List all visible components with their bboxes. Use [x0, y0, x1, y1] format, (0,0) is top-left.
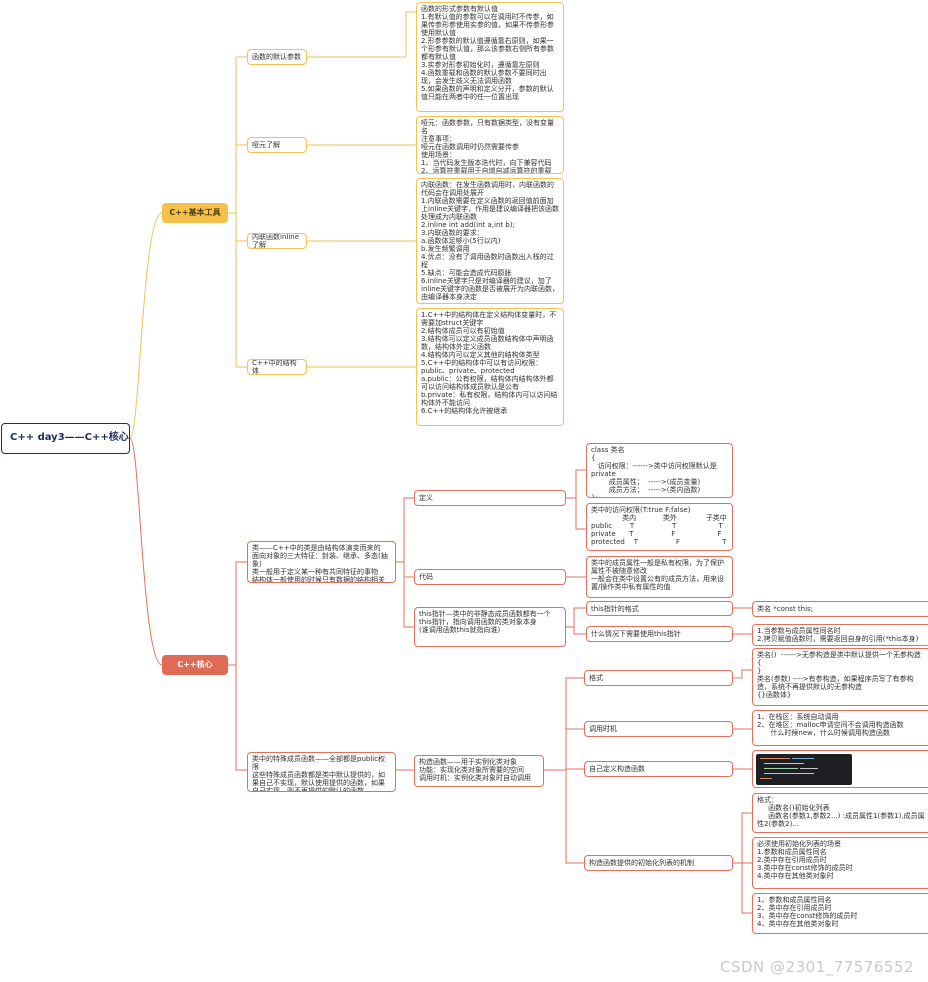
code-screenshot-image [756, 754, 852, 785]
init-list-required-cases: 必须使用初始化列表的场景 1.参数和成员属性同名 2.类中存在引用成员时 3.类… [752, 837, 928, 889]
class-format-detail: class 类名 { 访问权限：------>类中访问权限默认是private … [586, 443, 733, 498]
constructor-node[interactable]: 构造函数——用于实例化类对象 功能：实现化类对象所需要的空间 调用时机：实例化类… [414, 755, 544, 787]
init-list-cases-summary: 1、参数和成员属性同名 2、类中存在引用成员时 3、类中存在const修饰的成员… [752, 893, 928, 934]
detail-cpp-struct: 1.C++中的结构体在定义结构体变量时，不需要加struct关键字 2.结构体成… [416, 308, 564, 426]
this-pointer[interactable]: this指针—类中的非静态成员函数都有一个this指针，指向调用函数的类对象本身… [414, 607, 566, 647]
node-label: 调用时机 [589, 725, 617, 733]
watermark: CSDN @2301_77576552 [720, 958, 915, 976]
ctor-custom-detail [752, 750, 928, 788]
access-rights-table: 类中的访问权限(T:true F:false) 类内 类外 子类中 public… [586, 503, 733, 551]
node-label: 格式 [589, 674, 603, 682]
topic-label: 函数的默认参数 [252, 53, 301, 61]
node-label: 构造函数提供的初始化列表的机制 [589, 859, 694, 867]
topic-cpp-struct[interactable]: C++中的结构体 [247, 359, 307, 375]
node-label: 定义 [419, 494, 433, 502]
detail-inline-function: 内联函数：在发生函数调用时，内联函数的代码会在调用处展开 1.内联函数需要在定义… [416, 178, 564, 304]
node-label: 自己定义构造函数 [589, 765, 645, 773]
node-label: this指针的格式 [591, 604, 639, 613]
node-label: 什么情况下需要使用this指针 [591, 630, 681, 638]
class-definition[interactable]: 定义 [414, 490, 566, 506]
class-code[interactable]: 代码 [414, 569, 566, 585]
this-pointer-format[interactable]: this指针的格式 [586, 601, 733, 616]
ctor-init-list[interactable]: 构造函数提供的初始化列表的机制 [584, 855, 733, 871]
topic-label: 哑元了解 [252, 141, 280, 149]
node-label: 代码 [419, 573, 433, 581]
ctor-format[interactable]: 格式 [584, 670, 733, 686]
detail-default-params: 函数的形式参数有默认值 1.有默认值的参数可以在调用时不传参，如果传参形参使用实… [416, 2, 564, 112]
topic-default-params[interactable]: 函数的默认参数 [247, 49, 307, 65]
this-pointer-when-detail: 1.当参数与成员属性同名时 2.拷贝赋值函数时，需要返回自身的引用(*this本… [752, 624, 928, 646]
root-node[interactable]: C++ day3——C++核心 [1, 423, 130, 454]
this-pointer-format-detail: 类名 *const this; [752, 601, 928, 617]
this-pointer-when[interactable]: 什么情况下需要使用this指针 [586, 626, 733, 642]
detail-dummy-param: 哑元：函数参数，只有数据类型，没有变量名 注意事项： 哑元在函数调用时仍然需要传… [416, 116, 564, 174]
topic-label: C++中的结构体 [252, 359, 297, 375]
ctor-call-timing-detail: 1、在栈区：系统自动调用 2、在堆区：malloc申请空间不会调用构造函数 什么… [752, 710, 928, 746]
branch-cpp-core[interactable]: C++核心 [162, 655, 228, 675]
node-text: 类名 *const this; [757, 605, 814, 613]
ctor-format-detail: 类名() ------>无参构造是类中默认提供一个无参构造 { } 类名(参数)… [752, 648, 928, 706]
topic-inline-function[interactable]: 内联函数inline了解 [247, 233, 307, 249]
special-members-summary[interactable]: 类中的特殊成员函数——全部都是public权限 这些特殊成员函数都是类中默认提供… [247, 752, 396, 792]
topic-label: 内联函数inline了解 [252, 233, 300, 249]
init-list-format: 格式： 函数名()初始化列表 函数名(参数1,参数2...) :成员属性1(参数… [752, 793, 928, 833]
ctor-custom[interactable]: 自己定义构造函数 [584, 761, 733, 777]
topic-dummy-param[interactable]: 哑元了解 [247, 137, 307, 153]
branch-cpp-basic-tools[interactable]: C++基本工具 [162, 203, 228, 223]
class-summary[interactable]: 类——C++中的类是由结构体演变而来的 面向对象的三大特征：封装、继承、多态(抽… [247, 541, 396, 583]
ctor-call-timing[interactable]: 调用时机 [584, 721, 733, 737]
private-member-note: 类中的成员属性一般是私有权限，为了保护属性不被随意修改 一般会在类中设置公有的成… [586, 556, 733, 598]
